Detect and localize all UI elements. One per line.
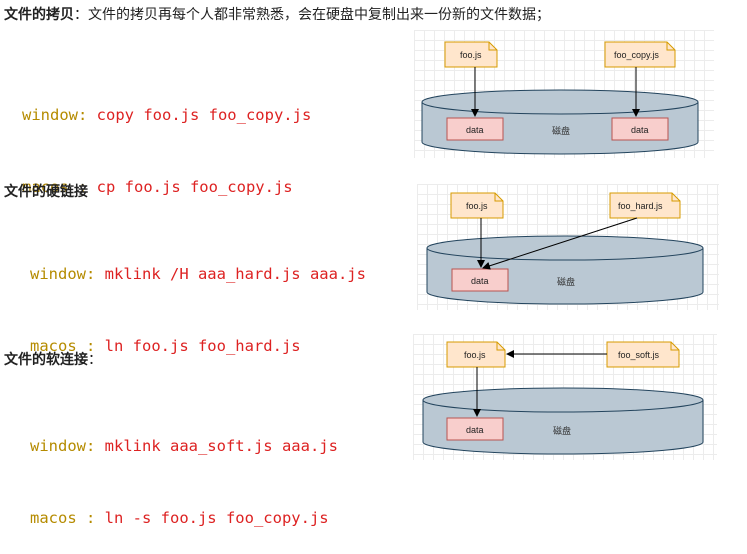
- file-note-foo-copy: [604, 41, 676, 68]
- copy-code-line-windows: window: copy foo.js foo_copy.js: [22, 103, 311, 127]
- disk-cylinder: [421, 89, 699, 155]
- soft-heading-colon: ：: [88, 352, 102, 368]
- code-command: mklink aaa_soft.js aaa.js: [95, 437, 338, 455]
- pointer-arrow: [482, 217, 638, 270]
- copy-heading-desc: ：文件的拷贝再每个人都非常熟悉，会在硬盘中复制出来一份新的文件数据；: [74, 7, 550, 23]
- file-note-foo: [444, 41, 498, 68]
- data-block-label: data: [466, 425, 484, 435]
- soft-heading-title: 文件的软连接: [4, 352, 88, 368]
- file-note-foo-soft-label: foo_soft.js: [618, 350, 660, 360]
- code-keyword: macos :: [30, 509, 96, 527]
- data-block-label: data: [471, 276, 489, 286]
- code-keyword: window:: [30, 437, 96, 455]
- file-note-foo-label: foo.js: [466, 201, 488, 211]
- soft-code-line-windows: window: mklink aaa_soft.js aaa.js: [30, 434, 338, 458]
- code-command: cp foo.js foo_copy.js: [87, 178, 293, 196]
- hard-code-line-windows: window: mklink /H aaa_hard.js aaa.js: [30, 262, 366, 286]
- code-keyword: macos :: [30, 337, 96, 355]
- copy-code-line-macos: macos : cp foo.js foo_copy.js: [22, 175, 311, 199]
- data-block: [451, 268, 509, 292]
- code-keyword: window:: [22, 106, 88, 124]
- file-note-foo-hard: [609, 192, 681, 219]
- code-command: copy foo.js foo_copy.js: [87, 106, 312, 124]
- data-block: [446, 117, 504, 141]
- copy-heading-title: 文件的拷贝: [4, 7, 74, 23]
- file-note-foo-hard-label: foo_hard.js: [618, 201, 663, 211]
- code-keyword: window:: [30, 265, 96, 283]
- file-note-foo-label: foo.js: [464, 350, 486, 360]
- file-note-foo-soft: [606, 341, 680, 368]
- copy-heading: 文件的拷贝：文件的拷贝再每个人都非常熟悉，会在硬盘中复制出来一份新的文件数据；: [4, 4, 550, 24]
- disk-label: 磁盘: [552, 125, 570, 137]
- file-note-foo: [446, 341, 506, 368]
- code-command: ln foo.js foo_hard.js: [95, 337, 301, 355]
- code-keyword: macos :: [22, 178, 88, 196]
- soft-code-block: window: mklink aaa_soft.js aaa.js macos …: [30, 386, 338, 554]
- copy-diagram: 磁盘 data data foo.js foo_copy.js: [414, 30, 714, 158]
- code-command: ln -s foo.js foo_copy.js: [95, 509, 329, 527]
- hard-heading: 文件的硬链接: [4, 181, 88, 201]
- soft-heading: 文件的软连接：: [4, 349, 102, 369]
- hard-diagram: 磁盘 data foo.js foo_hard.js: [417, 184, 719, 310]
- data-block-copy: [611, 117, 669, 141]
- file-note-foo: [450, 192, 504, 219]
- hard-code-block: window: mklink /H aaa_hard.js aaa.js mac…: [30, 214, 366, 382]
- data-block-copy-label: data: [631, 125, 649, 135]
- file-note-foo-label: foo.js: [460, 50, 482, 60]
- disk-label: 磁盘: [557, 276, 575, 288]
- disk-label: 磁盘: [553, 425, 571, 437]
- soft-diagram: 磁盘 data foo.js foo_soft.js: [413, 334, 717, 460]
- copy-code-block: window: copy foo.js foo_copy.js macos : …: [22, 55, 311, 223]
- hard-heading-title: 文件的硬链接: [4, 184, 88, 200]
- file-note-foo-copy-label: foo_copy.js: [614, 50, 659, 60]
- code-command: mklink /H aaa_hard.js aaa.js: [95, 265, 366, 283]
- data-block: [446, 417, 504, 441]
- data-block-label: data: [466, 125, 484, 135]
- hard-code-line-macos: macos : ln foo.js foo_hard.js: [30, 334, 366, 358]
- soft-code-line-macos: macos : ln -s foo.js foo_copy.js: [30, 506, 338, 530]
